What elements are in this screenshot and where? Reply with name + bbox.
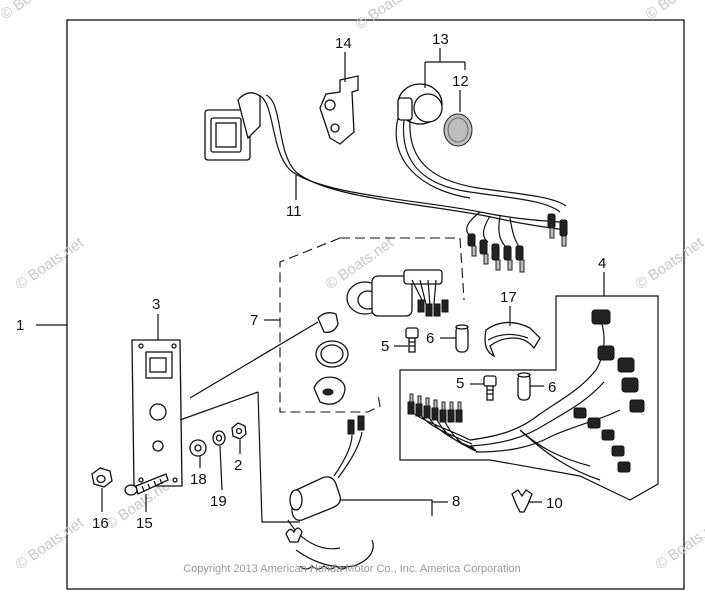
callout-12: 12 [452, 73, 469, 90]
copyright-text: Copyright 2013 American Honda Motor Co.,… [183, 563, 521, 575]
watermark-text: © Boats.net [13, 234, 88, 293]
callout-16: 16 [92, 515, 109, 532]
watermark-text: © Boats.net [653, 514, 705, 573]
watermark-text: © Boats.net [633, 234, 705, 293]
part-6-sleeve-b [517, 372, 531, 401]
part-8-cord [285, 415, 374, 570]
callout-8: 8 [452, 493, 460, 510]
part-15-screw [124, 473, 169, 496]
part-3-panel [131, 339, 183, 487]
callout-6b: 6 [548, 379, 556, 396]
watermark-text: © Boats.net [353, 0, 428, 33]
callout-13: 13 [432, 31, 449, 48]
part-6-sleeve-a [455, 324, 469, 353]
callout-11: 11 [286, 203, 302, 220]
callout-7: 7 [250, 312, 258, 329]
part-17-clamp [484, 321, 541, 358]
callout-1: 1 [16, 317, 24, 334]
callout-3: 3 [152, 296, 160, 313]
callout-18: 18 [190, 471, 207, 488]
callout-4: 4 [598, 255, 606, 272]
part-14-bracket [319, 75, 359, 145]
part-16-nut [91, 467, 113, 488]
callout-14: 14 [335, 35, 352, 52]
part-19-washer [212, 430, 226, 446]
part-12-cap [443, 113, 473, 147]
callout-5b: 5 [456, 375, 464, 392]
part-2-nut [231, 422, 247, 440]
part-5-bolt-b [483, 375, 497, 401]
part-7-ignition-switch [313, 269, 449, 405]
callout-15: 15 [136, 515, 153, 532]
part-4-main-harness [407, 309, 645, 481]
callout-2: 2 [234, 457, 242, 474]
group-7-outline [279, 237, 381, 413]
part-13-switch [395, 83, 568, 247]
callout-19: 19 [210, 493, 227, 510]
callout-5a: 5 [381, 338, 389, 355]
part-11-harness [204, 92, 567, 273]
callout-17: 17 [500, 289, 517, 306]
frame-border [66, 19, 685, 590]
callout-10: 10 [546, 495, 563, 512]
watermark-text: © Boats.net [13, 514, 88, 573]
callout-6a: 6 [426, 330, 434, 347]
part-18-washer [189, 439, 207, 457]
part-10-clip [511, 489, 533, 513]
part-5-bolt-a [405, 327, 419, 353]
watermark-text: © Boats.net [0, 0, 72, 23]
